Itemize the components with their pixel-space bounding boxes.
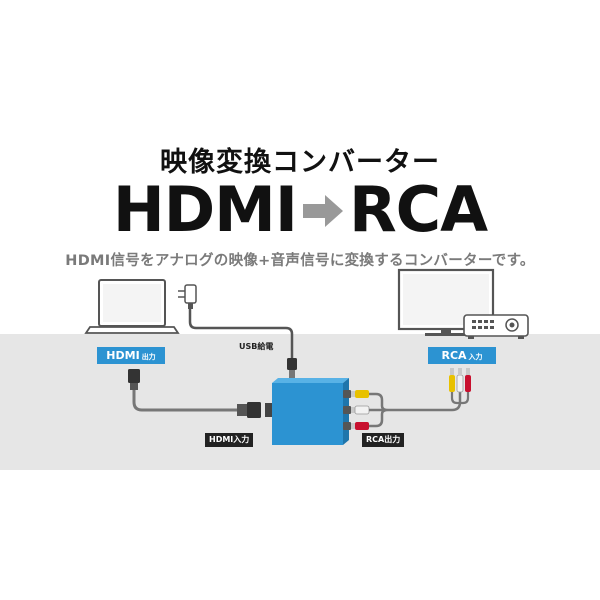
title-left: HDMI bbox=[112, 173, 298, 246]
usb-power-label: USB給電 bbox=[239, 342, 274, 351]
page-title: HDMI RCA bbox=[0, 178, 600, 242]
usb-power-adapter-icon bbox=[178, 284, 197, 309]
rca-plugs-converter bbox=[351, 390, 370, 430]
hdmi-input-label: HDMI入力 bbox=[205, 433, 254, 447]
rca-plugs-monitor bbox=[449, 368, 471, 393]
rca-input-label-main: RCA bbox=[441, 349, 467, 362]
page-subtitle: 映像変換コンバーター bbox=[160, 147, 440, 178]
hdmi-output-label-sub: 出力 bbox=[141, 353, 156, 361]
title-arrow-icon bbox=[302, 194, 343, 227]
hdmi-plug-left bbox=[128, 369, 140, 383]
laptop-icon bbox=[84, 279, 180, 334]
rca-input-label-sub: 入力 bbox=[468, 353, 483, 361]
usb-cable bbox=[188, 309, 294, 358]
hdmi-output-label-main: HDMI bbox=[106, 349, 140, 362]
page-description: HDMI信号をアナログの映像+音声信号に変換するコンバーターです。 bbox=[65, 253, 535, 269]
converter-box-icon bbox=[265, 378, 351, 445]
usb-plug bbox=[287, 358, 297, 370]
hdmi-plug-right bbox=[237, 404, 247, 416]
projector-icon bbox=[463, 314, 529, 339]
rca-output-label: RCA出力 bbox=[362, 433, 405, 447]
monitor-icon bbox=[397, 268, 495, 336]
title-right: RCA bbox=[348, 173, 488, 246]
hdmi-cable bbox=[132, 390, 237, 412]
rca-cable bbox=[369, 392, 462, 428]
